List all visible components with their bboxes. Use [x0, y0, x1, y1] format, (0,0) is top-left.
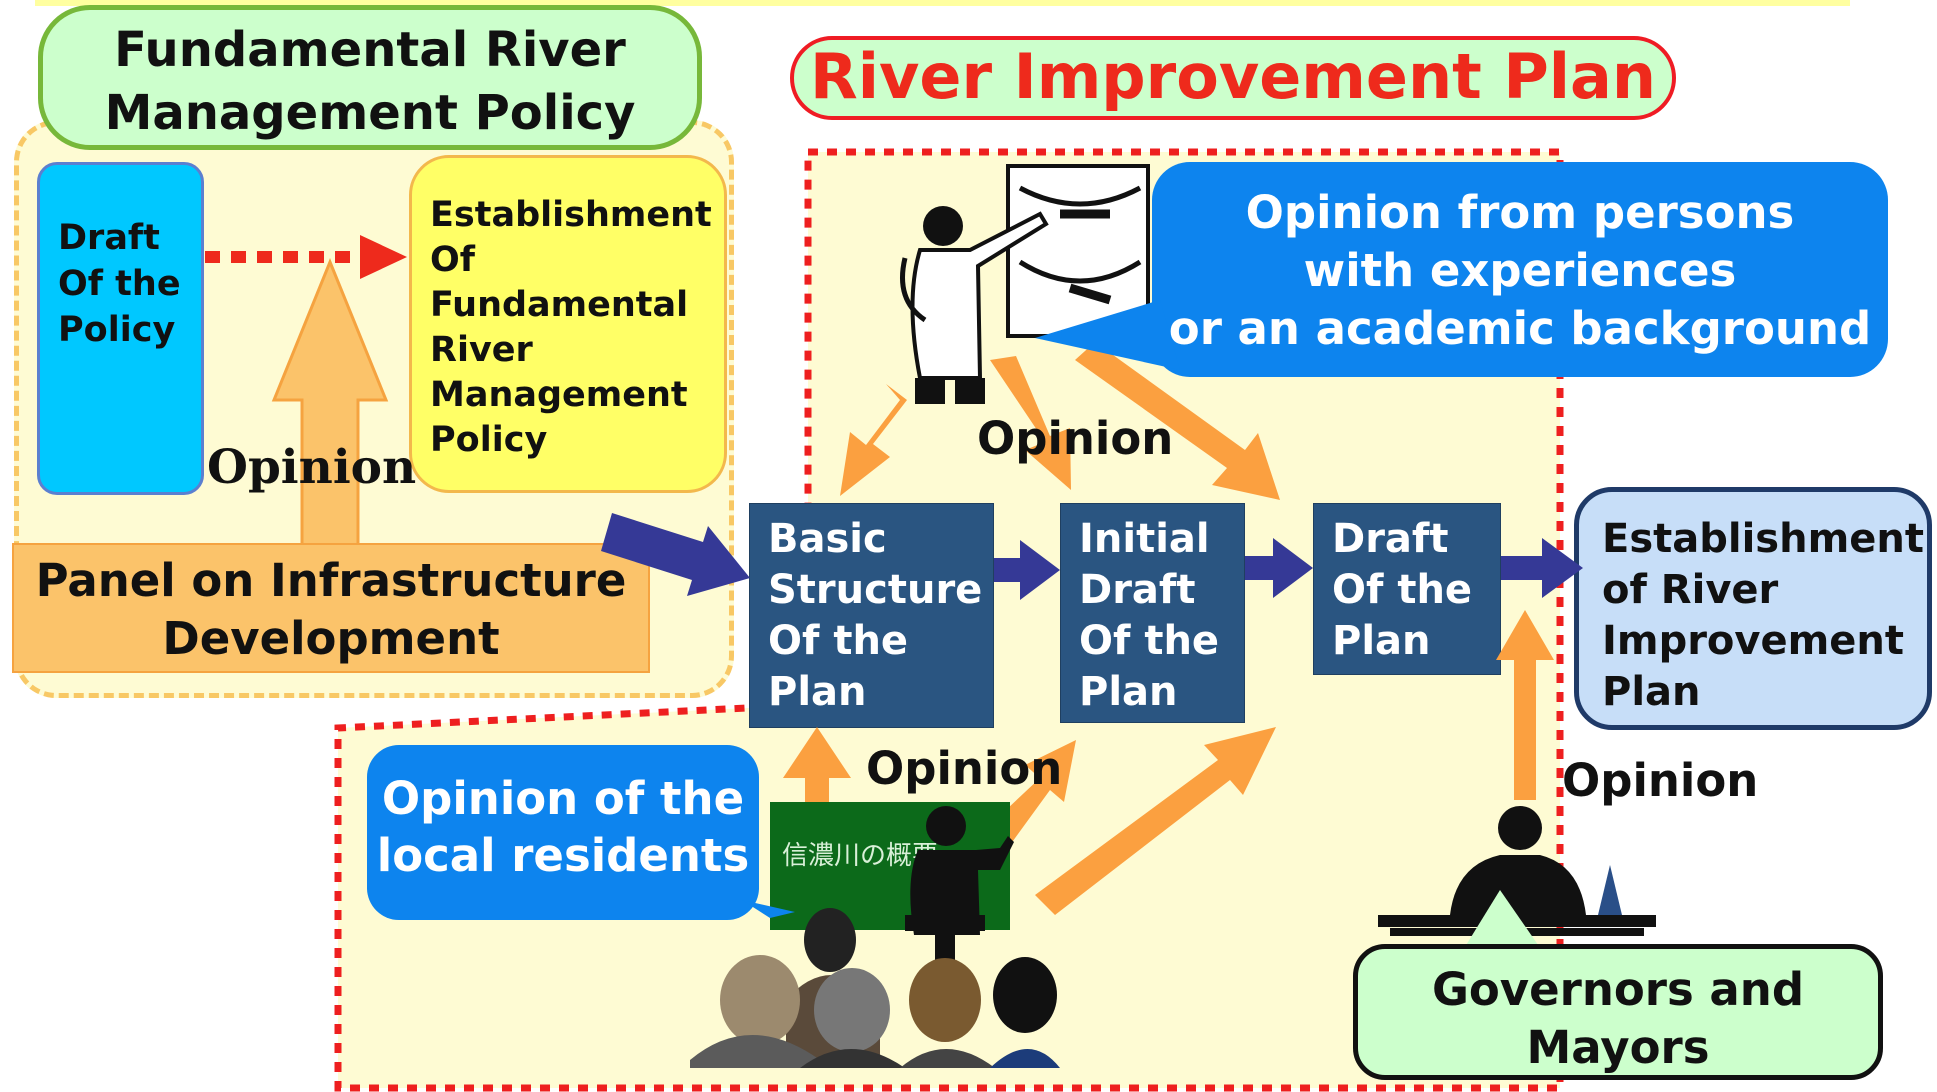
residents-to-initial-arrow — [990, 740, 1076, 845]
expert-to-draft-arrow — [1075, 342, 1280, 500]
top-strip — [35, 0, 1850, 6]
governors-mayors-box: Governors and Mayors — [1353, 944, 1883, 1080]
expert-head — [923, 206, 963, 246]
draft-to-establish-arrowhead — [360, 235, 407, 279]
panel-infrastructure-box: Panel on Infrastructure Development — [12, 543, 650, 673]
residents-to-basic-arrow — [783, 727, 851, 820]
opinion-label-experts: Opinion — [977, 412, 1174, 465]
residents-opinion-bubble: Opinion of the local residents — [367, 745, 759, 920]
initial-draft-box: Initial Draft Of the Plan — [1060, 503, 1245, 723]
panel-up-arrow — [271, 258, 389, 547]
river-improvement-title: River Improvement Plan — [790, 36, 1676, 120]
draft-plan-box: Draft Of the Plan — [1313, 503, 1501, 675]
expert-to-initial-arrow — [990, 356, 1071, 490]
expert-coat — [910, 211, 1049, 380]
establishment-river-plan-box: Establishment of River Improvement Plan — [1574, 487, 1932, 730]
expert-to-basic-arrow — [840, 384, 907, 496]
fundamental-policy-title: Fundamental River Management Policy — [38, 5, 702, 150]
establishment-fundamental-policy-box: Establishment Of Fundamental River Manag… — [409, 155, 727, 493]
experts-opinion-bubble: Opinion from persons with experiences or… — [1152, 162, 1888, 377]
blackboard-text: 信濃川の概要 — [782, 841, 939, 871]
opinion-label-governors: Opinion — [1562, 754, 1759, 807]
panel-to-basic-arrow — [601, 513, 750, 596]
draft-to-establish-arrow-2 — [1501, 538, 1583, 598]
draft-policy-box: Draft Of the Policy — [37, 162, 204, 495]
residents-to-draft-arrow — [1035, 727, 1276, 915]
basic-structure-box: Basic Structure Of the Plan — [749, 503, 994, 728]
basic-to-initial-arrow — [994, 540, 1060, 600]
opinion-label-panel: Opinion — [207, 440, 417, 495]
initial-to-draft-arrow — [1245, 538, 1313, 598]
opinion-label-residents: Opinion — [866, 742, 1063, 795]
governors-to-establish-arrow — [1496, 610, 1554, 800]
